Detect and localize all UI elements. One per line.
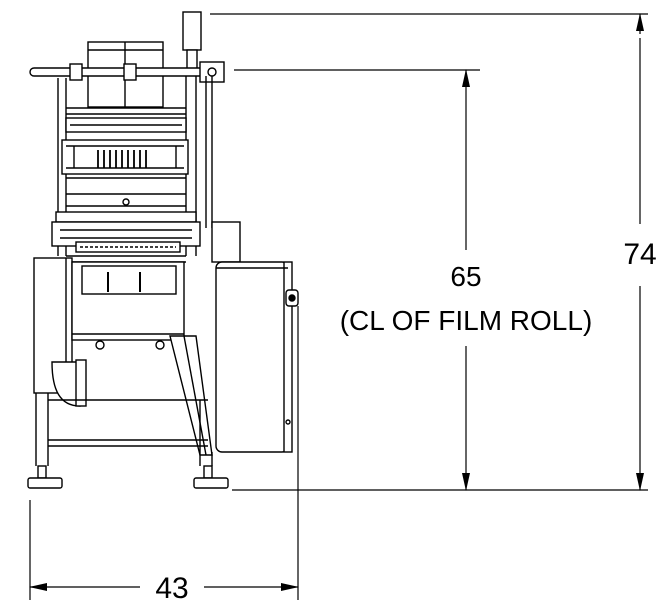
dimension-film-roll-height: 65 — [450, 261, 481, 292]
roller-upper — [61, 117, 189, 175]
top-handle — [182, 11, 202, 51]
cutter-comb — [97, 150, 147, 168]
base-frame — [35, 393, 213, 466]
control-box — [211, 221, 241, 263]
foot-left — [27, 465, 63, 489]
right-door — [215, 261, 299, 453]
dimension-lines — [29, 13, 648, 600]
machine — [27, 11, 299, 489]
dimension-width: 43 — [155, 572, 188, 603]
product-chamber — [71, 261, 185, 350]
dimension-film-roll-note: (CL OF FILM ROLL) — [340, 305, 593, 336]
motor — [51, 359, 87, 407]
seal-bar-assembly — [51, 211, 201, 263]
foot-right — [193, 465, 229, 489]
discharge-chute — [169, 335, 213, 456]
dimension-overall-height: 74 — [623, 238, 656, 271]
